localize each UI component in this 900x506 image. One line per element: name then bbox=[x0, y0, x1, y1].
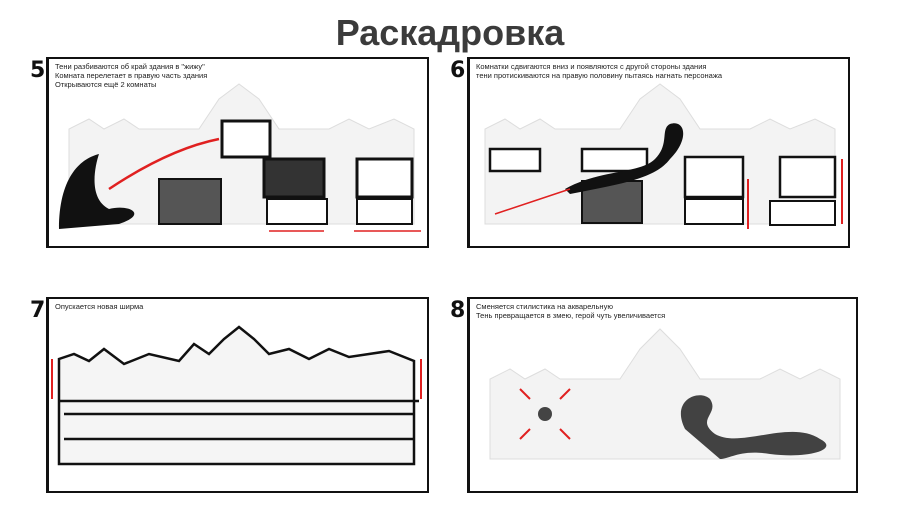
caption-line: Комнатки сдвигаются вниз и появляются с … bbox=[476, 62, 707, 71]
caption-line: Тень превращается в змею, герой чуть уве… bbox=[476, 311, 666, 320]
panel-caption: Сменяется стилистика на акварельную Тень… bbox=[476, 302, 665, 320]
caption-line: тени протискиваются на правую половину п… bbox=[476, 71, 723, 80]
panel-number: 5 bbox=[30, 58, 46, 83]
building-sketch bbox=[59, 83, 421, 232]
panel-caption: Комнатки сдвигаются вниз и появляются с … bbox=[476, 62, 722, 80]
caption-line: Открываются ещё 2 комнаты bbox=[55, 80, 157, 89]
panel-number: 8 bbox=[450, 298, 466, 323]
panel-caption: Тени разбиваются об край здания в "жижу"… bbox=[55, 62, 207, 89]
building-sketch bbox=[484, 83, 843, 229]
building-sketch bbox=[489, 328, 841, 460]
storyboard-panel-8: Сменяется стилистика на акварельную Тень… bbox=[467, 297, 858, 493]
panel-caption: Опускается новая ширма bbox=[55, 302, 143, 311]
caption-line: Опускается новая ширма bbox=[55, 302, 144, 311]
storyboard-panel-6: Комнатки сдвигаются вниз и появляются с … bbox=[467, 57, 850, 248]
panel-number: 7 bbox=[30, 298, 46, 323]
caption-line: Комната перелетает в правую часть здания bbox=[55, 71, 208, 80]
storyboard-panel-7: Опускается новая ширма bbox=[46, 297, 429, 493]
building-sketch bbox=[51, 325, 422, 466]
caption-line: Сменяется стилистика на акварельную bbox=[476, 302, 613, 311]
page-title: Раскадровка bbox=[335, 12, 565, 53]
caption-line: Тени разбиваются об край здания в "жижу" bbox=[55, 62, 205, 71]
storyboard-panel-5: Тени разбиваются об край здания в "жижу"… bbox=[46, 57, 429, 248]
panel-number: 6 bbox=[450, 58, 466, 83]
